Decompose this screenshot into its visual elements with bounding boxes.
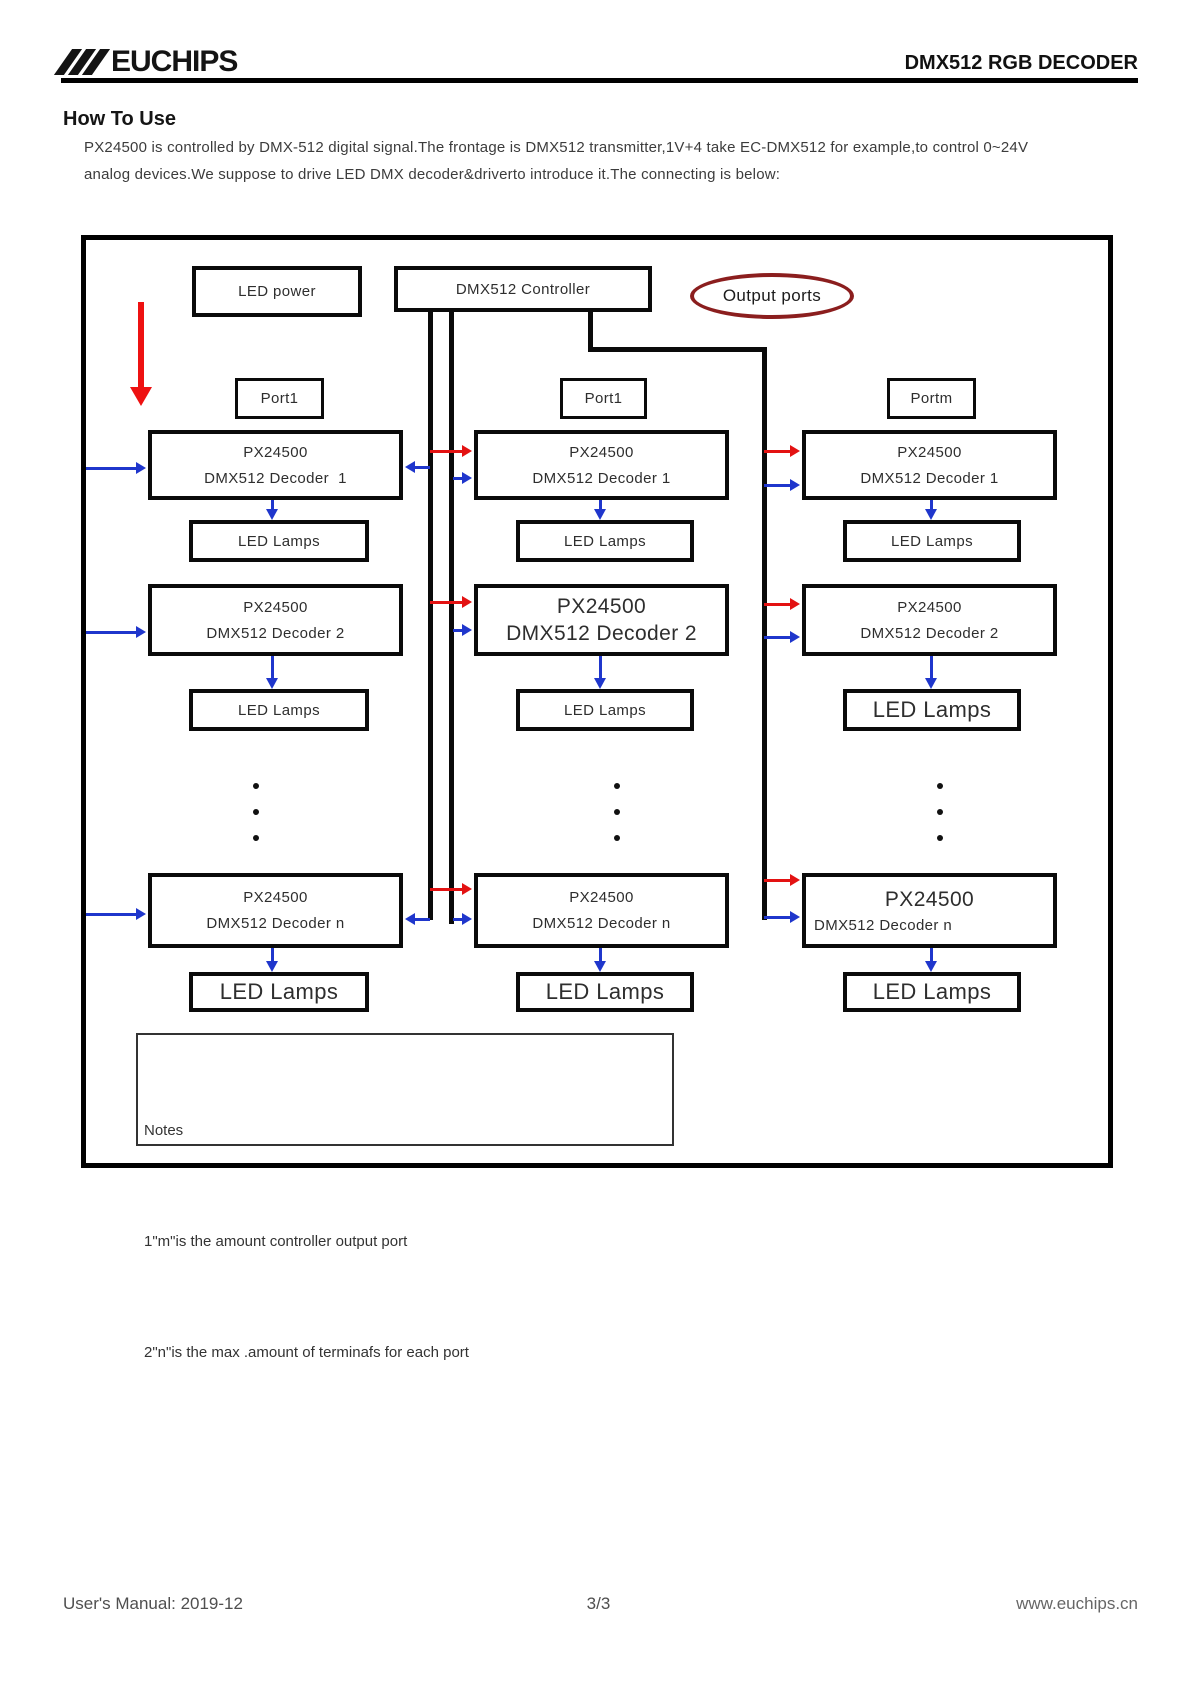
decoder-label: DMX512 Decoder 2: [206, 624, 345, 642]
footer-website: www.euchips.cn: [1016, 1594, 1138, 1613]
header-rule: [61, 78, 1138, 83]
big-red-down-arrow: [130, 302, 152, 406]
decoder-label: PX24500: [243, 889, 308, 906]
bus-line-2: [449, 312, 454, 924]
decoder-label: DMX512 Decoder 2: [860, 624, 999, 642]
ellipsis-dot: [937, 809, 943, 815]
input-arrow: [86, 626, 146, 638]
decoder-n-col3-box: PX24500 DMX512 Decoder n: [802, 873, 1057, 948]
document-title: DMX512 RGB DECODER: [904, 52, 1138, 74]
euchips-logo-icon: [53, 49, 111, 75]
notes-line: 1"m"is the amount controller output port: [144, 1233, 408, 1250]
decoder1-col2-box: PX24500 DMX512 Decoder 1: [474, 430, 729, 500]
ellipsis-dot: [614, 783, 620, 789]
lamps-n-col1-box: LED Lamps: [189, 972, 369, 1012]
decoder-label: DMX512 Decoder 2: [506, 622, 697, 645]
notes-line: 2"n"is the max .amount of terminafs for …: [144, 1344, 469, 1361]
down-arrow: [925, 948, 937, 972]
decoder-label: PX24500: [897, 598, 962, 616]
bus-arrow-red: [430, 883, 472, 895]
decoder2-col3-box: PX24500 DMX512 Decoder 2: [802, 584, 1057, 656]
lamps2-col2-box: LED Lamps: [516, 689, 694, 731]
port-box-col3: Portm: [887, 378, 976, 419]
footer-manual-label: User's Manual: 2019-12: [63, 1594, 243, 1613]
decoder-label: DMX512 Decoder 1: [860, 469, 999, 487]
bus-arrow-blue: [453, 624, 472, 636]
section-heading: How To Use: [63, 108, 176, 130]
ellipsis-dot: [253, 835, 259, 841]
decoder-label: DMX512 Decoder 1: [532, 469, 671, 487]
euchips-logo: EUCHIPS: [53, 45, 238, 78]
ellipsis-dot: [614, 809, 620, 815]
bus-arrow-red: [430, 596, 472, 608]
decoder2-col2-box: PX24500 DMX512 Decoder 2: [474, 584, 729, 656]
decoder1-col1-box: PX24500 DMX512 Decoder 1: [148, 430, 403, 500]
lamps2-col3-box: LED Lamps: [843, 689, 1021, 731]
bus-line-1: [428, 312, 433, 920]
lamps-n-col2-box: LED Lamps: [516, 972, 694, 1012]
led-power-box: LED power: [192, 266, 362, 317]
notes-title: Notes: [144, 1122, 184, 1139]
notes-box: Notes 1"m"is the amount controller outpu…: [136, 1033, 674, 1361]
connection-diagram: LED power DMX512 Controller Output ports…: [81, 235, 1113, 1361]
down-arrow: [266, 500, 278, 520]
lamps-n-col3-box: LED Lamps: [843, 972, 1021, 1012]
down-arrow: [925, 500, 937, 520]
decoder-label: PX24500: [243, 443, 308, 461]
bus-line-3: [762, 347, 767, 920]
bus-arrow-red: [764, 598, 800, 610]
decoder-label: PX24500: [884, 887, 975, 911]
decoder1-col3-box: PX24500 DMX512 Decoder 1: [802, 430, 1057, 500]
bus-arrow-blue: [453, 472, 472, 484]
bus-arrow-blue: [764, 911, 800, 923]
lamps1-col3-box: LED Lamps: [843, 520, 1021, 562]
decoder-label: DMX512 Decoder n: [532, 915, 671, 932]
down-arrow: [925, 656, 937, 689]
ellipsis-dot: [937, 835, 943, 841]
bus-elbow-vertical: [588, 312, 593, 352]
decoder-label: PX24500: [243, 598, 308, 616]
decoder-label: PX24500: [569, 889, 634, 906]
bus-arrow-red: [764, 874, 800, 886]
bus-arrow-red: [764, 445, 800, 457]
decoder-label: PX24500: [569, 443, 634, 461]
lamps1-col1-box: LED Lamps: [189, 520, 369, 562]
ellipsis-dot: [937, 783, 943, 789]
down-arrow: [594, 500, 606, 520]
bus-arrow-blue: [764, 479, 800, 491]
body-text-line1: PX24500 is controlled by DMX-512 digital…: [84, 139, 1029, 156]
decoder-n-col1-box: PX24500 DMX512 Decoder n: [148, 873, 403, 948]
port-box-col1: Port1: [235, 378, 324, 419]
bus-arrow-red: [430, 445, 472, 457]
ellipsis-dot: [253, 783, 259, 789]
decoder-label: DMX512 Decoder 1: [204, 469, 347, 487]
bus-elbow-horizontal: [588, 347, 767, 352]
bus-arrow-left: [405, 461, 430, 473]
euchips-logo-text: EUCHIPS: [111, 45, 238, 78]
input-arrow: [86, 908, 146, 920]
port-box-col2: Port1: [560, 378, 647, 419]
dmx512-controller-box: DMX512 Controller: [394, 266, 652, 312]
down-arrow: [594, 656, 606, 689]
bus-arrow-blue: [764, 631, 800, 643]
decoder-n-col2-box: PX24500 DMX512 Decoder n: [474, 873, 729, 948]
ellipsis-dot: [614, 835, 620, 841]
down-arrow: [266, 656, 278, 689]
bus-arrow-left: [405, 913, 430, 925]
page-number: 3/3: [586, 1594, 611, 1613]
lamps2-col1-box: LED Lamps: [189, 689, 369, 731]
decoder-label: PX24500: [897, 443, 962, 461]
body-text-line2: analog devices.We suppose to drive LED D…: [84, 166, 781, 183]
output-ports-label: Output ports: [690, 273, 854, 319]
decoder-label: PX24500: [556, 595, 647, 618]
input-arrow: [86, 462, 146, 474]
down-arrow: [594, 948, 606, 972]
decoder-label: DMX512 Decoder n: [814, 916, 953, 934]
decoder2-col1-box: PX24500 DMX512 Decoder 2: [148, 584, 403, 656]
down-arrow: [266, 948, 278, 972]
lamps1-col2-box: LED Lamps: [516, 520, 694, 562]
bus-arrow-blue: [453, 913, 472, 925]
decoder-label: DMX512 Decoder n: [206, 915, 345, 932]
ellipsis-dot: [253, 809, 259, 815]
